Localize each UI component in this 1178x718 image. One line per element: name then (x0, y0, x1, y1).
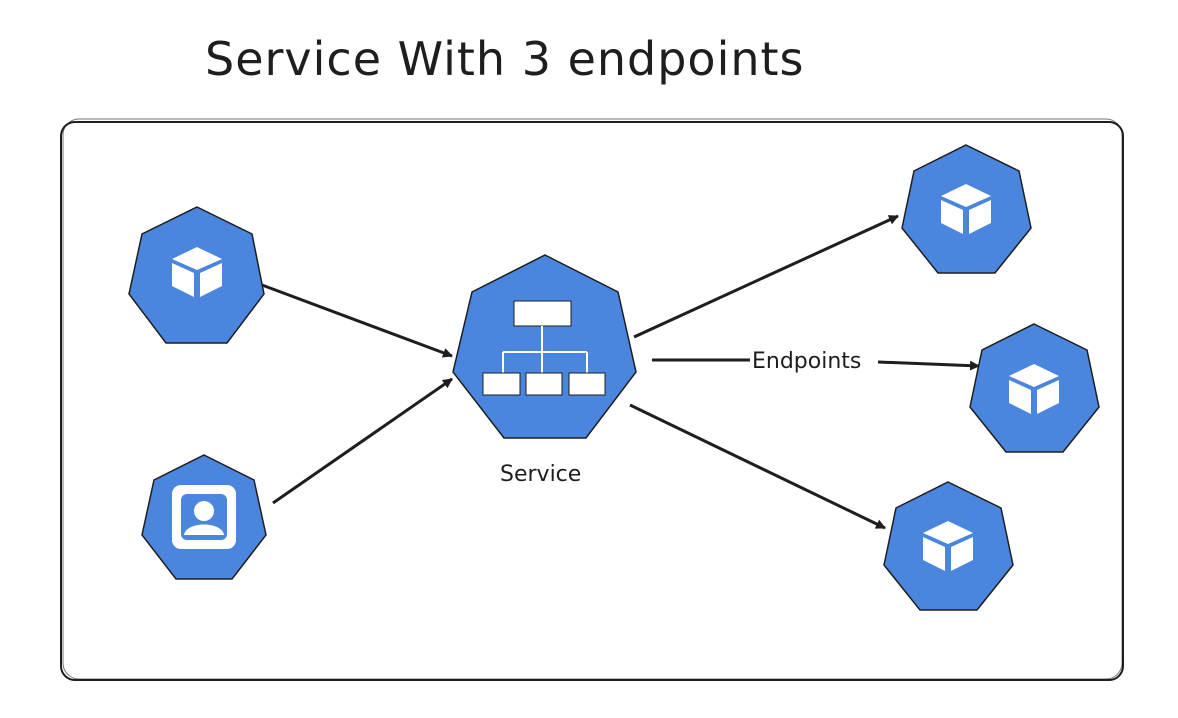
pod-cube-icon (923, 521, 973, 571)
pod-cube-icon (941, 184, 991, 234)
pod-node-endpoint-3 (883, 481, 1014, 611)
service-node (452, 254, 637, 439)
edge-label-endpoints: Endpoints (752, 349, 861, 374)
cluster-frame (60, 121, 1124, 681)
cluster-frame-sketch-line (62, 118, 1123, 680)
edge-pod-to-service (261, 283, 453, 358)
service-label: Service (500, 462, 581, 487)
pod-cube-icon (1009, 364, 1059, 414)
edge-service-to-endpoint-2-right (877, 360, 980, 371)
pod-node-source (128, 206, 265, 344)
user-icon (172, 485, 236, 549)
pod-cube-icon (172, 247, 222, 297)
edge-service-to-endpoint-1 (633, 214, 899, 339)
diagram-title: Service With 3 endpoints (205, 32, 805, 86)
user-node-source (141, 454, 267, 580)
pod-node-endpoint-2 (969, 323, 1100, 453)
pod-node-endpoint-1 (901, 144, 1032, 274)
service-icon (482, 300, 606, 396)
edge-service-to-endpoint-3 (629, 403, 886, 530)
edge-user-to-service (272, 377, 453, 505)
